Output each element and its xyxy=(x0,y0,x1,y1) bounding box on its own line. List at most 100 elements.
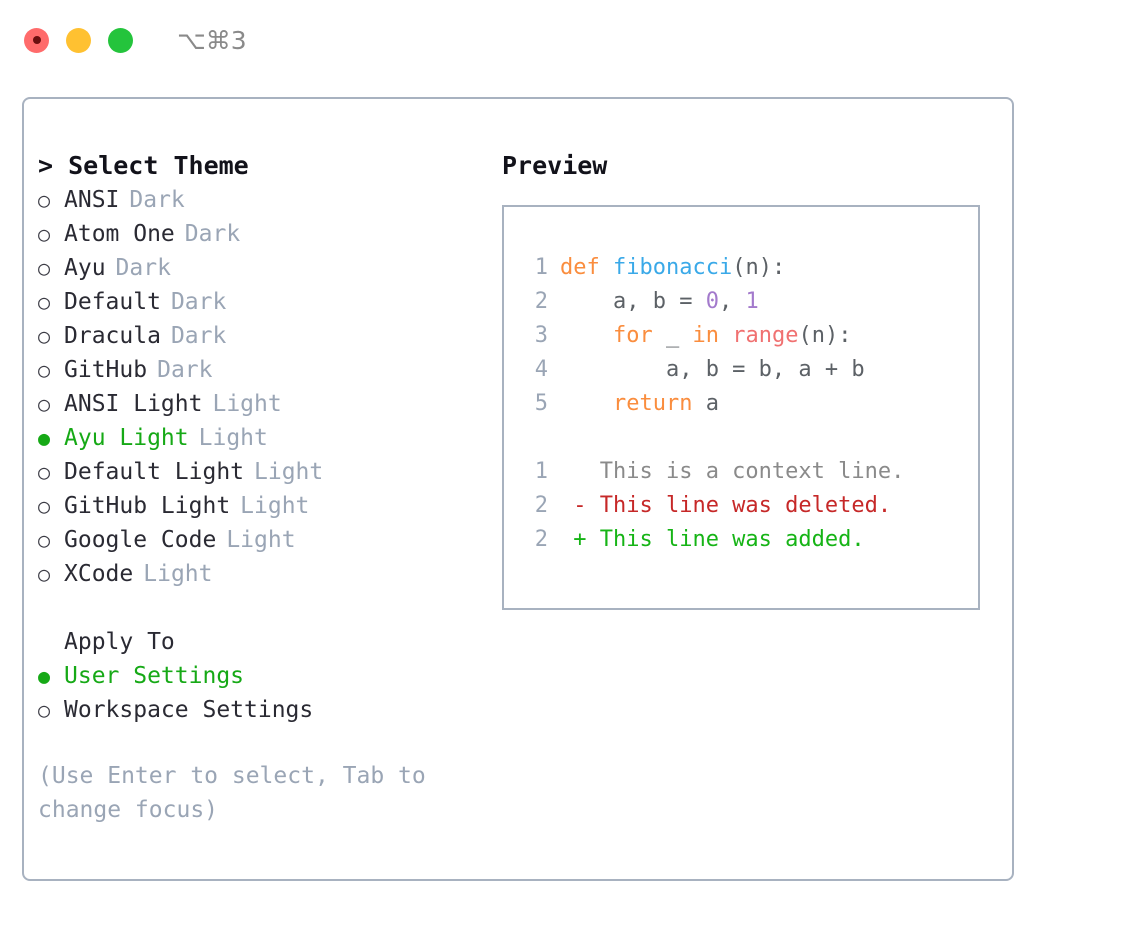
radio-unselected-icon: ○ xyxy=(38,494,51,518)
theme-option-label: Default xyxy=(64,289,161,315)
radio-selected-icon: ● xyxy=(38,664,51,688)
theme-option-ayu-light[interactable]: ● Ayu Light Light xyxy=(38,421,488,455)
theme-option-atom-one[interactable]: ○ Atom One Dark xyxy=(38,217,488,251)
code-line-content: a, b = b, a + b xyxy=(560,353,865,387)
radio-unselected-icon: ○ xyxy=(38,222,51,246)
code-token: _ xyxy=(652,323,693,348)
radio-unselected-icon: ○ xyxy=(38,256,51,280)
theme-option-label: GitHub Light xyxy=(64,493,231,519)
theme-option-label: Atom One xyxy=(64,221,175,247)
theme-variant-badge: Dark xyxy=(170,289,227,315)
radio-unselected-icon: ○ xyxy=(38,528,51,552)
preview-heading: Preview xyxy=(502,151,608,180)
code-token: def xyxy=(560,255,613,280)
theme-option-google-code[interactable]: ○ Google Code Light xyxy=(38,523,488,557)
apply-to-option-workspace-settings[interactable]: ○ Workspace Settings xyxy=(38,693,488,727)
theme-option-label: Dracula xyxy=(64,323,161,349)
theme-option-label: ANSI xyxy=(64,187,120,213)
theme-option-label: GitHub xyxy=(64,357,148,383)
code-token xyxy=(560,391,613,416)
code-line-content: def fibonacci(n): xyxy=(560,251,785,285)
diff-line-number: 2 xyxy=(534,493,548,518)
code-line: 4 a, b = b, a + b xyxy=(522,353,978,387)
window-controls xyxy=(24,27,133,53)
radio-unselected-icon: ○ xyxy=(38,358,51,382)
code-token: a xyxy=(692,391,719,416)
diff-sample: 1 This is a context line. 2 - This line w… xyxy=(522,455,978,557)
theme-variant-badge: Light xyxy=(226,527,296,553)
theme-variant-badge: Dark xyxy=(157,357,213,383)
theme-option-ayu[interactable]: ○ Ayu Dark xyxy=(38,251,488,285)
code-token: (n): xyxy=(798,323,852,348)
code-line: 5 return a xyxy=(522,387,978,421)
theme-variant-badge: Light xyxy=(143,561,213,587)
apply-to-option-user-settings[interactable]: ● User Settings xyxy=(38,659,488,693)
keyboard-shortcut-label: ⌥⌘3 xyxy=(177,25,247,55)
theme-variant-badge: Light xyxy=(198,425,268,451)
code-line: 2 a, b = 0, 1 xyxy=(522,285,978,319)
minimize-button-icon[interactable] xyxy=(66,27,91,53)
code-diff-spacer xyxy=(522,421,978,455)
code-line-number: 3 xyxy=(534,323,548,348)
apply-to-heading: Apply To xyxy=(64,629,175,655)
theme-option-label: Ayu Light xyxy=(64,425,189,451)
theme-option-github-light[interactable]: ○ GitHub Light Light xyxy=(38,489,488,523)
code-line-number: 2 xyxy=(534,289,548,314)
diff-line-content: - This line was deleted. xyxy=(560,493,892,518)
code-line-content: for _ in range(n): xyxy=(560,319,851,353)
theme-variant-badge: Dark xyxy=(115,255,171,281)
radio-unselected-icon: ○ xyxy=(38,698,51,722)
code-token: a, b = b, a + b xyxy=(560,357,865,382)
code-token: in xyxy=(692,323,719,348)
theme-option-github[interactable]: ○ GitHub Dark xyxy=(38,353,488,387)
radio-selected-icon: ● xyxy=(38,426,51,450)
diff-line-content: + This line was added. xyxy=(560,527,865,552)
theme-variant-badge: Dark xyxy=(184,221,241,247)
diff-line-number: 2 xyxy=(534,527,548,552)
radio-unselected-icon: ○ xyxy=(38,290,51,314)
theme-option-label: Ayu xyxy=(64,255,106,281)
code-token: (n): xyxy=(732,255,786,280)
radio-unselected-icon: ○ xyxy=(38,324,51,348)
code-token: fibonacci xyxy=(612,255,733,280)
code-line-content: return a xyxy=(560,387,719,421)
theme-option-label: Default Light xyxy=(64,459,245,485)
code-line-number: 1 xyxy=(534,255,548,280)
theme-variant-badge: Light xyxy=(254,459,324,485)
code-token: 0 xyxy=(705,289,719,314)
apply-to-option-label: Workspace Settings xyxy=(64,697,314,723)
code-token: range xyxy=(732,323,799,348)
code-token: for xyxy=(612,323,653,348)
maximize-button-icon[interactable] xyxy=(108,27,133,53)
theme-variant-badge: Dark xyxy=(129,187,185,213)
theme-variant-badge: Light xyxy=(212,391,282,417)
radio-unselected-icon: ○ xyxy=(38,392,51,416)
select-theme-heading: > Select Theme xyxy=(38,151,249,180)
code-token: a, b = xyxy=(560,289,706,314)
code-token xyxy=(719,323,732,348)
diff-line: 1 This is a context line. xyxy=(522,455,978,489)
diff-line-content: This is a context line. xyxy=(560,459,905,484)
theme-option-label: Google Code xyxy=(64,527,217,553)
code-token xyxy=(560,323,613,348)
theme-option-default[interactable]: ○ Default Dark xyxy=(38,285,488,319)
apply-to-option-list: ● User Settings ○ Workspace Settings xyxy=(38,659,488,727)
code-line: 3 for _ in range(n): xyxy=(522,319,978,353)
theme-variant-badge: Light xyxy=(240,493,310,519)
code-line-number: 5 xyxy=(534,391,548,416)
apply-to-option-label: User Settings xyxy=(64,663,245,689)
code-line-number: 4 xyxy=(534,357,548,382)
code-token: 1 xyxy=(745,289,759,314)
close-button-icon[interactable] xyxy=(24,27,49,53)
